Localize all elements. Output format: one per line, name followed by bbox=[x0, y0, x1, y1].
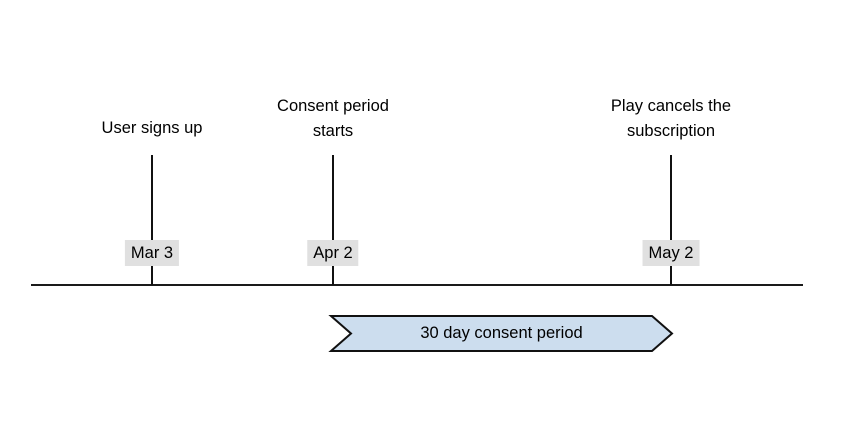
caption-line: Consent period bbox=[277, 97, 389, 115]
date-chip-may-2: May 2 bbox=[642, 240, 700, 266]
milestone-caption: Consent period starts bbox=[277, 94, 389, 144]
date-chip-mar-3: Mar 3 bbox=[124, 240, 180, 266]
tick-line-upper bbox=[151, 155, 153, 241]
consent-period-banner: 30 day consent period bbox=[328, 315, 674, 352]
caption-line: User signs up bbox=[101, 119, 203, 137]
tick-line-lower bbox=[151, 266, 153, 285]
caption-line: starts bbox=[312, 122, 354, 140]
date-chip-apr-2: Apr 2 bbox=[307, 240, 359, 266]
double-arrow-polygon bbox=[328, 315, 674, 352]
milestone-caption: User signs up bbox=[102, 116, 203, 141]
tick-line-lower bbox=[670, 266, 672, 285]
double-arrow-shape bbox=[328, 315, 674, 352]
caption-line: subscription bbox=[626, 122, 716, 140]
tick-line-upper bbox=[670, 155, 672, 241]
timeline-axis bbox=[31, 284, 803, 286]
milestone-caption: Play cancels the subscription bbox=[611, 94, 731, 144]
tick-line-upper bbox=[332, 155, 334, 241]
tick-line-lower bbox=[332, 266, 334, 285]
caption-line: Play cancels the bbox=[610, 97, 732, 115]
